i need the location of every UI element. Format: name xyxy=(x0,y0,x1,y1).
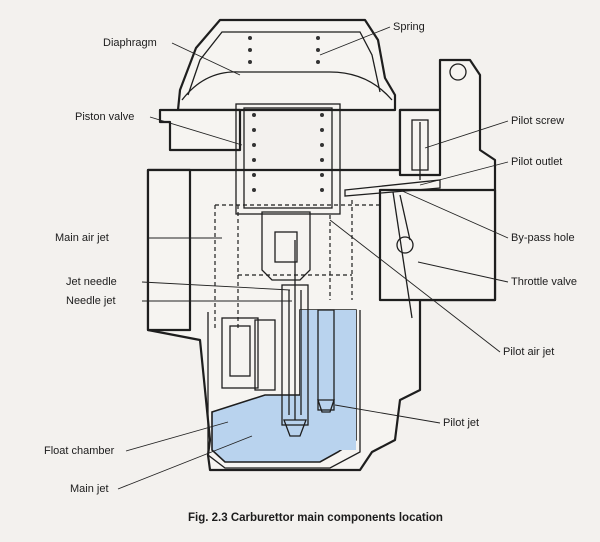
label-spring: Spring xyxy=(393,21,425,33)
label-needle-jet: Needle jet xyxy=(66,295,116,307)
label-throttle-valve: Throttle valve xyxy=(511,276,577,288)
piston-valve-assembly xyxy=(235,36,341,281)
figure-caption: Fig. 2.3 Carburettor main components loc… xyxy=(188,512,443,524)
label-jet-needle: Jet needle xyxy=(66,276,117,288)
labels: Spring Diaphragm Piston valve Pilot scre… xyxy=(44,21,577,495)
carburettor-body xyxy=(146,18,497,472)
float-chamber-assembly xyxy=(207,240,361,469)
label-pilot-air-jet: Pilot air jet xyxy=(503,346,554,358)
leader-lines xyxy=(117,26,509,490)
label-diaphragm: Diaphragm xyxy=(103,37,157,49)
label-main-air-jet: Main air jet xyxy=(55,232,109,244)
label-piston-valve: Piston valve xyxy=(75,111,134,123)
label-pilot-screw: Pilot screw xyxy=(511,115,564,127)
label-pilot-jet: Pilot jet xyxy=(443,417,479,429)
label-main-jet: Main jet xyxy=(70,483,109,495)
label-float-chamber: Float chamber xyxy=(44,445,115,457)
label-bypass-hole: By-pass hole xyxy=(511,232,575,244)
label-pilot-outlet: Pilot outlet xyxy=(511,156,562,168)
